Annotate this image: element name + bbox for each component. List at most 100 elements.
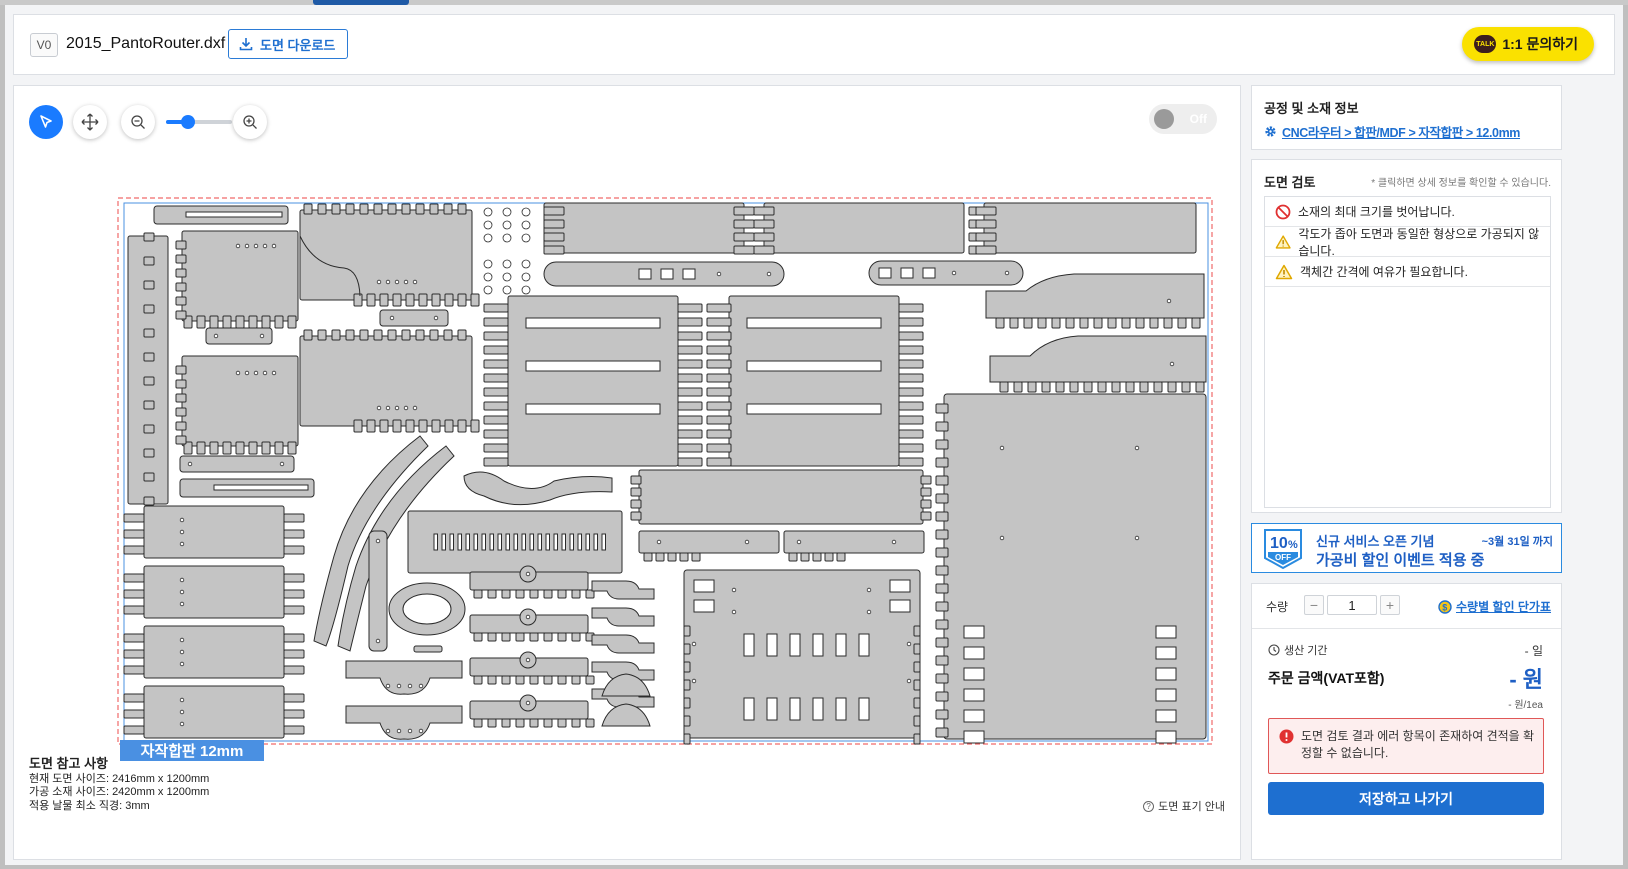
drill-hole xyxy=(235,243,241,249)
cut-part xyxy=(1051,317,1061,329)
slot-hole xyxy=(513,533,518,551)
cut-part xyxy=(473,718,483,728)
cut-part xyxy=(677,387,703,397)
cut-part xyxy=(299,209,473,301)
cut-part xyxy=(181,230,299,322)
material-tag: 자작합판 12mm xyxy=(120,740,264,761)
cut-part xyxy=(935,565,949,576)
cut-part xyxy=(515,632,525,642)
drill-hole xyxy=(999,535,1005,541)
slot-hole xyxy=(660,268,674,280)
cut-part xyxy=(529,632,539,642)
zoom-in-button[interactable] xyxy=(233,105,267,139)
material-size: 가공 소재 사이즈: 2420mm x 1200mm xyxy=(29,786,210,798)
cut-part xyxy=(235,441,245,455)
process-path-link[interactable]: CNC라우터 > 합판/MDF > 자작합판 > 12.0mm xyxy=(1264,122,1520,141)
slot-hole xyxy=(1155,667,1177,681)
drill-hole xyxy=(396,728,402,734)
cut-part xyxy=(898,331,924,341)
quantity-stepper[interactable]: − 1 + xyxy=(1304,595,1400,615)
quantity-discount-link[interactable]: $ 수량별 할인 단가표 xyxy=(1438,598,1551,615)
drill-hole xyxy=(502,220,512,230)
cut-part xyxy=(643,552,653,562)
cut-part xyxy=(143,424,155,434)
pan-tool-button[interactable] xyxy=(73,105,107,139)
promo-banner[interactable]: 10 % OFF 신규 서비스 오픈 기념 가공비 할인 이벤트 적용 중 ~3… xyxy=(1251,523,1562,573)
zoom-slider-handle[interactable] xyxy=(180,115,195,129)
cut-part xyxy=(585,589,595,599)
cut-part xyxy=(181,355,299,447)
cut-part xyxy=(529,675,539,685)
cursor-arrow-icon xyxy=(40,115,52,128)
slot-hole xyxy=(497,533,502,551)
cut-part xyxy=(248,315,258,329)
issue-item[interactable]: 각도가 좁아 도면과 동일한 형상으로 가공되지 않습니다. xyxy=(1265,227,1550,258)
issue-item[interactable]: 소재의 최대 크기를 벗어납니다. xyxy=(1265,197,1550,227)
zoom-slider-fill xyxy=(166,120,185,124)
warning-icon xyxy=(1275,234,1291,249)
drill-hole xyxy=(502,207,512,217)
cut-part xyxy=(405,419,415,433)
dxf-drawing[interactable] xyxy=(14,86,1240,859)
quantity-increase-button[interactable]: + xyxy=(1380,595,1400,615)
cut-part xyxy=(920,499,932,509)
select-tool-button[interactable] xyxy=(29,105,63,139)
cut-part xyxy=(943,393,1207,740)
cut-part xyxy=(753,219,775,229)
cut-part xyxy=(418,293,428,307)
drill-hole xyxy=(385,683,391,689)
cut-part xyxy=(392,293,402,307)
cut-part xyxy=(677,317,703,327)
cut-part xyxy=(920,475,932,485)
cut-part xyxy=(753,245,775,255)
cut-part xyxy=(429,329,439,341)
cut-part xyxy=(706,317,732,327)
drill-hole xyxy=(906,641,912,647)
drill-hole xyxy=(179,697,185,703)
quantity-decrease-button[interactable]: − xyxy=(1304,595,1324,615)
cut-part xyxy=(179,455,295,473)
drill-hole xyxy=(375,638,381,644)
drill-hole xyxy=(433,315,439,321)
issue-item[interactable]: 객체간 간격에 여유가 필요합니다. xyxy=(1265,257,1550,287)
cut-part xyxy=(283,545,305,555)
cut-part xyxy=(1079,317,1089,329)
cut-part xyxy=(143,376,155,386)
overflow-boundary xyxy=(117,197,1213,745)
drill-hole xyxy=(412,405,418,411)
cut-part xyxy=(359,329,369,341)
cut-part xyxy=(935,475,949,486)
cut-part xyxy=(935,637,949,648)
drawing-canvas[interactable]: Off 자작합판 12mm 도면 참고 사항 현재 도면 사이즈: 2416mm… xyxy=(13,85,1241,860)
kakao-inquiry-button[interactable]: TALK 1:1 문의하기 xyxy=(1462,27,1594,61)
drill-hole xyxy=(259,333,265,339)
slot-hole xyxy=(553,533,558,551)
drawing-review-panel: 도면 검토 * 클릭하면 상세 정보를 확인할 수 있습니다. 소재의 최대 크… xyxy=(1251,159,1562,513)
cut-part xyxy=(175,282,187,292)
toggle-knob xyxy=(1154,109,1174,129)
cut-part xyxy=(677,359,703,369)
cut-part xyxy=(898,429,924,439)
slot-hole xyxy=(963,709,985,723)
save-and-exit-button[interactable]: 저장하고 나가기 xyxy=(1268,782,1544,815)
quantity-input[interactable]: 1 xyxy=(1327,595,1377,615)
zoom-out-button[interactable] xyxy=(121,105,155,139)
drill-hole xyxy=(396,683,402,689)
display-toggle[interactable]: Off xyxy=(1149,104,1217,134)
slot-hole xyxy=(889,599,911,613)
cut-part xyxy=(677,443,703,453)
cut-part xyxy=(143,232,155,242)
cut-part xyxy=(975,219,997,229)
cut-part xyxy=(935,457,949,468)
cut-part xyxy=(557,718,567,728)
download-drawing-button[interactable]: 도면 다운로드 xyxy=(228,29,349,59)
cut-curve xyxy=(299,235,361,297)
cut-part xyxy=(392,419,402,433)
drawing-legend-link[interactable]: ? 도면 표기 안내 xyxy=(1143,798,1225,814)
cut-part xyxy=(143,352,155,362)
cut-part xyxy=(283,633,305,643)
zoom-slider[interactable] xyxy=(166,115,232,129)
cut-parts-layer xyxy=(117,197,1213,745)
cut-part xyxy=(920,487,932,497)
slot-hole xyxy=(835,633,847,657)
